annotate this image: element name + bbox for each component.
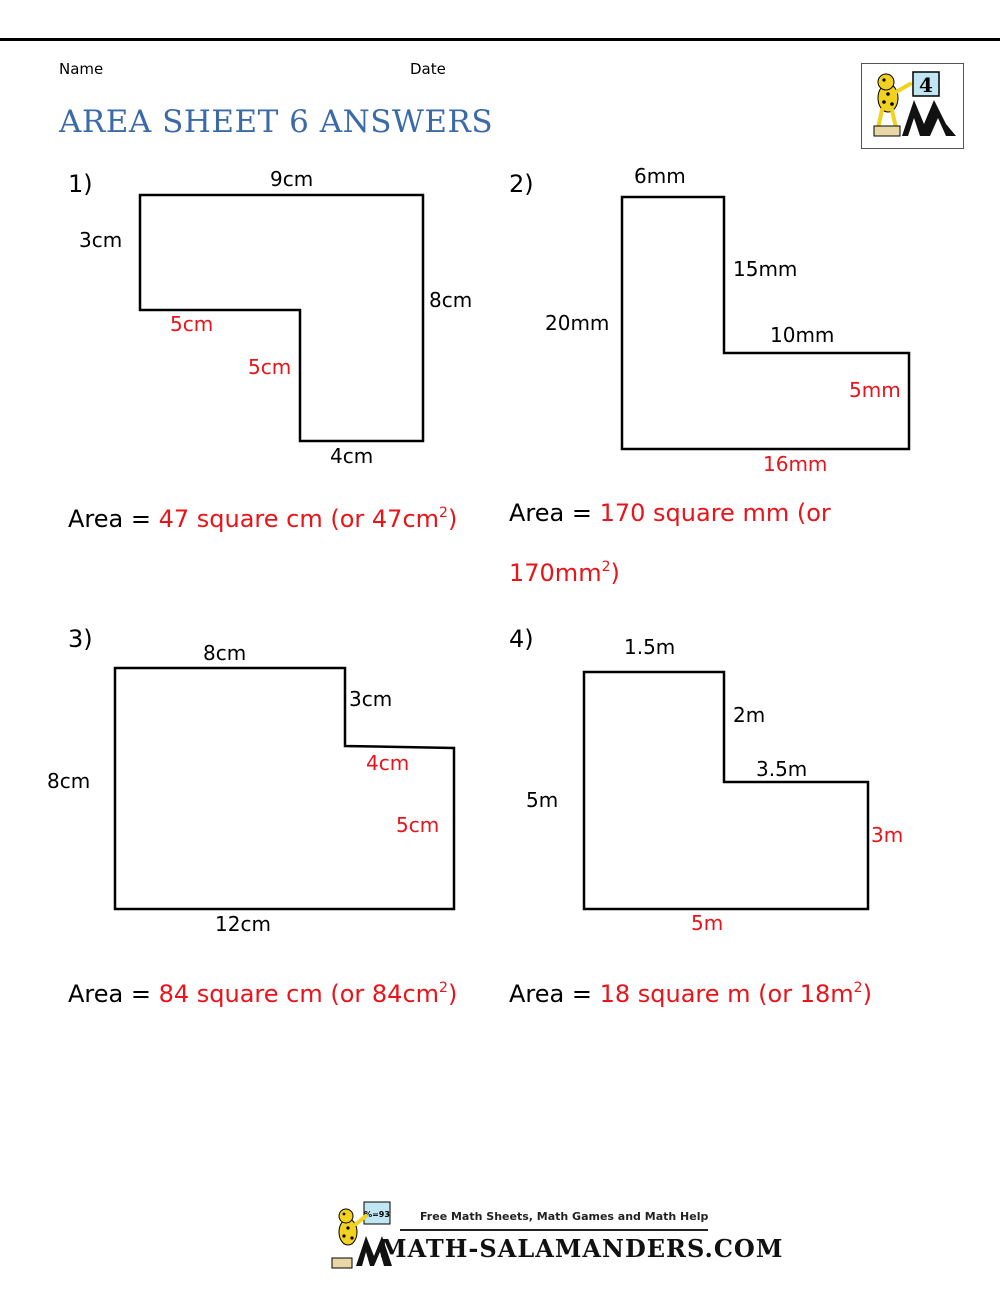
area-prefix: Area = <box>68 505 159 533</box>
area-value: 84 square cm (or 84cm <box>158 980 440 1008</box>
shape-3-label-inner-vertical: 3cm <box>349 687 393 711</box>
footer-tagline: Free Math Sheets, Math Games and Math He… <box>420 1210 709 1223</box>
shape-3-label-missing-horizontal: 4cm <box>366 751 410 775</box>
area-answer-1: Area = 47 square cm (or 47cm2) <box>68 486 457 546</box>
footer-salamander-icon: %=93 <box>331 1201 392 1269</box>
shape-1-label-left: 3cm <box>79 228 123 252</box>
question-number-2: 2) <box>509 170 534 198</box>
shape-3-label-bottom: 12cm <box>215 912 271 936</box>
shape-1-label-right: 8cm <box>429 288 473 312</box>
logo-grade: 4 <box>919 73 933 97</box>
shape-1-label-missing-vertical: 5cm <box>248 355 292 379</box>
area-answer-2: Area = 170 square mm (or 170mm2) <box>509 486 831 600</box>
salamander-logo: 4 <box>861 63 964 149</box>
shape-1-label-missing-horizontal: 5cm <box>170 312 214 336</box>
shape-1-label-top: 9cm <box>270 167 314 191</box>
name-label: Name <box>59 60 104 78</box>
question-number-4: 4) <box>509 625 534 653</box>
shape-3-label-missing-vertical: 5cm <box>396 813 440 837</box>
shape-1-label-bottom: 4cm <box>330 444 374 468</box>
footer-brand: MATH-SALAMANDERS.COM <box>380 1234 784 1263</box>
area-answer-4: Area = 18 square m (or 18m2) <box>509 961 872 1021</box>
area-value: 18 square m (or 18m <box>599 980 854 1008</box>
shape-2-label-missing-bottom: 16mm <box>763 452 828 476</box>
shape-4-label-missing-bottom: 5m <box>691 911 724 935</box>
area-prefix: Area = <box>68 980 159 1008</box>
shape-2-label-top: 6mm <box>634 164 686 188</box>
area-value-cont: 170mm <box>509 559 602 587</box>
area-close: ) <box>862 980 872 1008</box>
page-title: AREA SHEET 6 ANSWERS <box>59 104 494 140</box>
top-rule <box>0 38 1000 41</box>
footer-logo-text: %=93 <box>364 1210 390 1219</box>
shape-3-label-left: 8cm <box>47 769 91 793</box>
area-prefix: Area = <box>509 980 600 1008</box>
salamander-logo-icon: 4 <box>873 71 956 137</box>
shape-4-label-missing-right: 3m <box>871 823 904 847</box>
area-exponent: 2 <box>439 505 448 521</box>
area-value: 47 square cm (or 47cm <box>158 505 440 533</box>
shape-4-label-left: 5m <box>526 788 559 812</box>
area-value: 170 square mm (or <box>599 499 831 527</box>
area-answer-3: Area = 84 square cm (or 84cm2) <box>68 961 457 1021</box>
footer-divider <box>400 1229 708 1231</box>
shape-4-label-inner-horizontal: 3.5m <box>756 757 808 781</box>
area-exponent: 2 <box>601 559 611 575</box>
shape-2-label-left: 20mm <box>545 311 610 335</box>
shape-2-label-inner-vertical: 15mm <box>733 257 798 281</box>
area-exponent: 2 <box>439 980 448 996</box>
shape-2-label-inner-horizontal: 10mm <box>770 323 835 347</box>
shape-4-label-top: 1.5m <box>624 635 676 659</box>
date-label: Date <box>410 60 446 78</box>
area-exponent: 2 <box>853 980 863 996</box>
shape-2-label-missing-right: 5mm <box>849 378 901 402</box>
question-number-3: 3) <box>68 625 93 653</box>
shape-3-label-top: 8cm <box>203 641 247 665</box>
shape-4-label-inner-vertical: 2m <box>733 703 766 727</box>
area-close: ) <box>447 505 458 533</box>
area-close: ) <box>610 559 620 587</box>
area-prefix: Area = <box>509 499 600 527</box>
question-number-1: 1) <box>68 170 93 198</box>
area-close: ) <box>447 980 458 1008</box>
